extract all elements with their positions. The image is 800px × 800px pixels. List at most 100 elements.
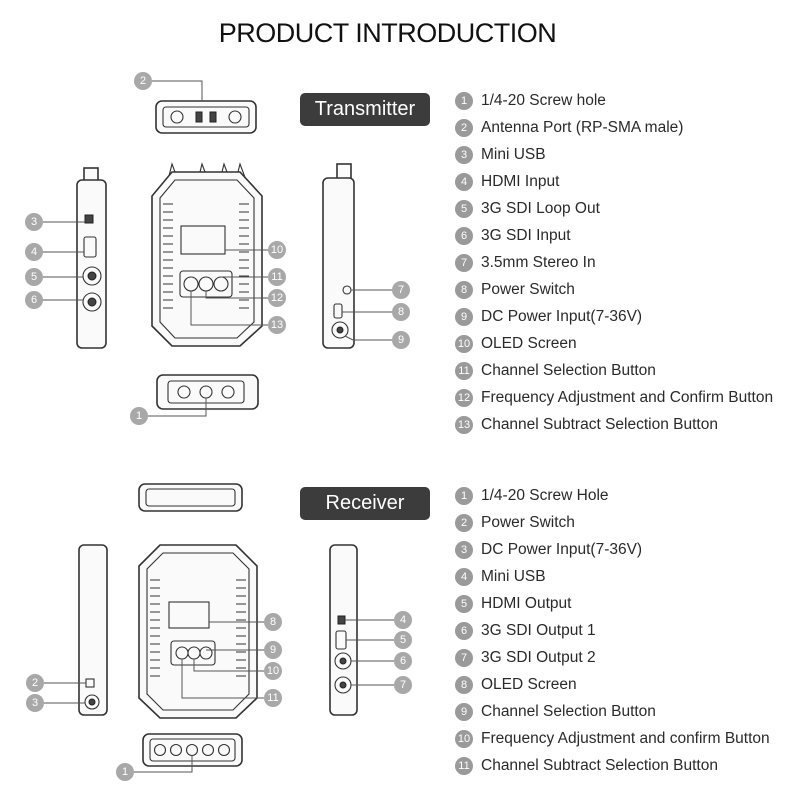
legend-label: Channel Selection Button — [481, 361, 656, 379]
legend-item: 11 Channel Selection Button — [455, 357, 773, 384]
callout-number: 13 — [455, 415, 473, 434]
svg-text:3: 3 — [31, 216, 37, 228]
callout-number: 12 — [455, 388, 473, 407]
legend-label: Mini USB — [481, 567, 546, 585]
svg-text:6: 6 — [31, 294, 37, 306]
legend-label: OLED Screen — [481, 334, 577, 352]
transmitter-front-callouts: 10 11 12 13 — [190, 241, 286, 334]
legend-item: 13 Channel Subtract Selection Button — [455, 411, 773, 438]
svg-text:7: 7 — [398, 284, 404, 296]
legend-label: Antenna Port (RP-SMA male) — [481, 118, 684, 136]
svg-text:11: 11 — [267, 692, 278, 704]
callout-number: 8 — [455, 280, 473, 299]
legend-item: 11 Channel Subtract Selection Button — [455, 752, 770, 779]
legend-label: Power Switch — [481, 280, 575, 298]
callout-number: 6 — [455, 226, 473, 245]
svg-text:2: 2 — [140, 75, 146, 87]
callout-number: 9 — [455, 702, 473, 721]
callout-number: 6 — [455, 621, 473, 640]
callout-number: 9 — [455, 307, 473, 326]
transmitter-top-view — [155, 100, 257, 134]
legend-label: Frequency Adjustment and confirm Button — [481, 729, 770, 747]
legend-label: Channel Subtract Selection Button — [481, 756, 718, 774]
callout-number: 7 — [455, 253, 473, 272]
svg-text:9: 9 — [398, 334, 404, 346]
legend-label: 3.5mm Stereo In — [481, 253, 596, 271]
transmitter-callout-1-bottom: 1 — [130, 398, 207, 425]
legend-item: 8 Power Switch — [455, 276, 773, 303]
receiver-right-side-view — [329, 544, 358, 716]
page-title: PRODUCT INTRODUCTION — [218, 18, 557, 48]
svg-text:2: 2 — [32, 677, 38, 689]
svg-text:9: 9 — [270, 644, 276, 656]
receiver-left-callouts: 2 3 — [26, 674, 86, 712]
svg-text:8: 8 — [270, 616, 276, 628]
transmitter-heading: Transmitter — [300, 93, 430, 126]
receiver-left-side-view — [78, 544, 108, 716]
legend-label: 3G SDI Loop Out — [481, 199, 600, 217]
callout-number: 3 — [455, 540, 473, 559]
legend-item: 3 Mini USB — [455, 141, 773, 168]
transmitter-bottom-view — [156, 374, 259, 410]
legend-label: DC Power Input(7-36V) — [481, 307, 643, 325]
callout-number: 11 — [455, 361, 473, 380]
receiver-top-view — [138, 483, 243, 512]
legend-item: 4 Mini USB — [455, 563, 770, 590]
callout-number: 10 — [455, 729, 473, 748]
legend-item: 9 Channel Selection Button — [455, 698, 770, 725]
transmitter-left-callouts: 3 4 5 6 — [25, 213, 85, 309]
svg-text:7: 7 — [400, 679, 406, 691]
transmitter-right-side-view — [322, 163, 355, 349]
legend-item: 10 OLED Screen — [455, 330, 773, 357]
svg-text:12: 12 — [271, 292, 283, 304]
callout-number: 5 — [455, 594, 473, 613]
legend-label: Channel Selection Button — [481, 702, 656, 720]
svg-text:13: 13 — [271, 319, 283, 331]
legend-label: Power Switch — [481, 513, 575, 531]
callout-number: 1 — [455, 486, 473, 505]
svg-text:4: 4 — [400, 614, 406, 626]
svg-text:4: 4 — [31, 246, 37, 258]
legend-label: 3G SDI Output 2 — [481, 648, 596, 666]
receiver-front-view — [138, 544, 258, 719]
legend-label: Mini USB — [481, 145, 546, 163]
callout-number: 4 — [455, 172, 473, 191]
receiver-bottom-view — [142, 733, 243, 767]
receiver-heading: Receiver — [300, 487, 430, 520]
callout-number: 11 — [455, 756, 473, 775]
callout-number: 3 — [455, 145, 473, 164]
legend-item: 7 3.5mm Stereo In — [455, 249, 773, 276]
callout-number: 2 — [455, 118, 473, 137]
callout-number: 7 — [455, 648, 473, 667]
legend-label: HDMI Input — [481, 172, 560, 190]
svg-text:10: 10 — [271, 244, 283, 256]
svg-text:1: 1 — [136, 410, 142, 422]
transmitter-left-side-view — [76, 167, 107, 349]
callout-number: 5 — [455, 199, 473, 218]
legend-label: DC Power Input(7-36V) — [481, 540, 643, 558]
svg-text:11: 11 — [271, 271, 282, 283]
callout-number: 1 — [455, 91, 473, 110]
legend-label: Channel Subtract Selection Button — [481, 415, 718, 433]
svg-text:5: 5 — [31, 271, 37, 283]
callout-number: 10 — [455, 334, 473, 353]
svg-text:6: 6 — [400, 655, 406, 667]
callout-number: 4 — [455, 567, 473, 586]
legend-item: 5 3G SDI Loop Out — [455, 195, 773, 222]
legend-item: 7 3G SDI Output 2 — [455, 644, 770, 671]
legend-item: 3 DC Power Input(7-36V) — [455, 536, 770, 563]
receiver-callout-1-bottom: 1 — [116, 756, 193, 781]
svg-text:10: 10 — [267, 665, 279, 677]
legend-item: 4 HDMI Input — [455, 168, 773, 195]
svg-text:3: 3 — [32, 697, 38, 709]
legend-item: 9 DC Power Input(7-36V) — [455, 303, 773, 330]
